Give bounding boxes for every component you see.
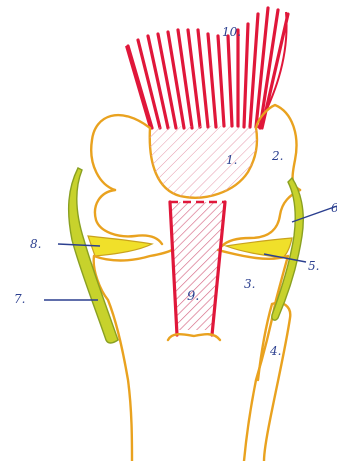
muscle-fibre [218, 36, 224, 126]
muscle-fibre [158, 34, 176, 128]
tibial-tuberosity [168, 334, 220, 340]
label-8: 8. [30, 237, 41, 251]
quadriceps-muscle [126, 8, 288, 128]
label-6: 6 [331, 201, 337, 215]
muscle-fibre [244, 24, 248, 127]
label-1: 1. [226, 153, 237, 167]
patella [150, 126, 257, 198]
femur-condyle-right [222, 190, 300, 246]
muscle-fibre [208, 34, 216, 127]
label-2: 2. [271, 149, 283, 163]
label-7: 7. [14, 292, 25, 306]
muscle-fibre [228, 36, 232, 126]
label-10: 10. [222, 25, 241, 39]
femur-condyle-left [95, 190, 162, 244]
label-9: 9. [187, 289, 199, 304]
label-4: 4. [269, 344, 281, 358]
label-5: 5. [308, 259, 319, 273]
patellar-ligament [170, 202, 225, 330]
label-3: 3. [244, 277, 255, 291]
fibula [258, 303, 290, 461]
